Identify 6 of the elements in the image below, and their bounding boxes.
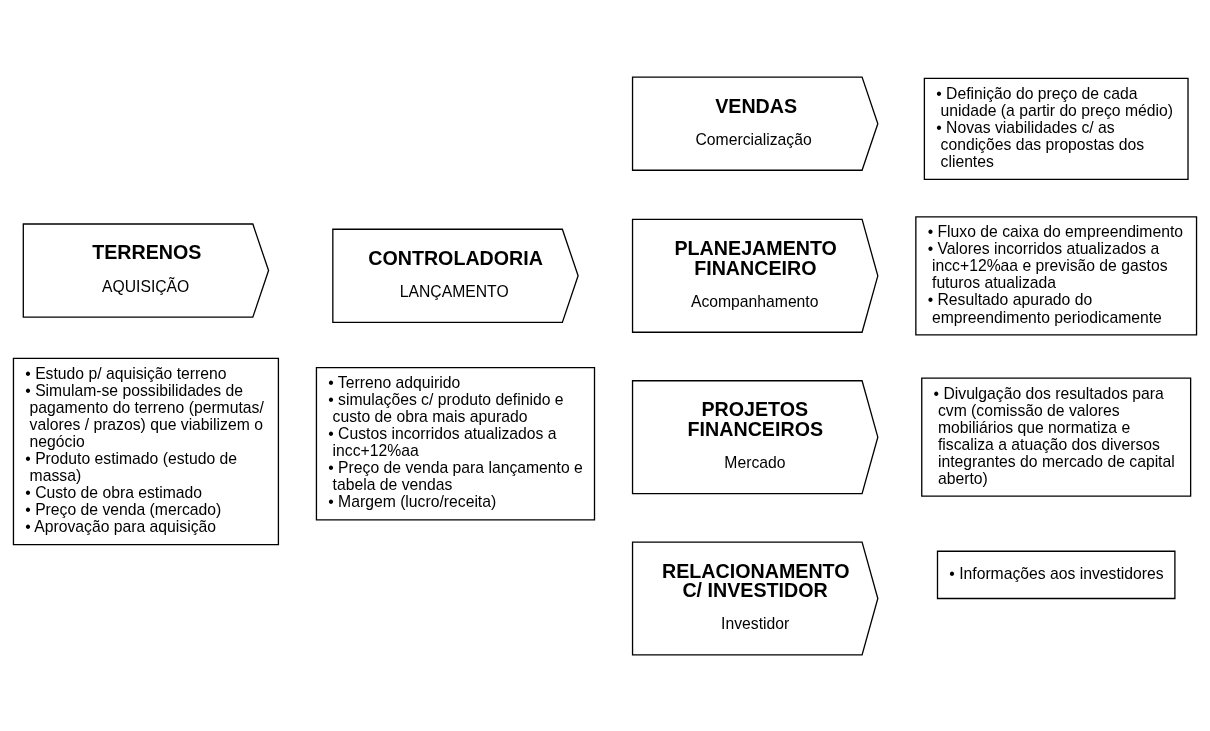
node-box: • Divulgação dos resultados para cvm (comissão de valores mobiliários que normatiza e fiscaliza a atuação dos diversos integrantes do mercado de capital aberto) <box>921 376 1192 497</box>
node-box: • Fluxo de caixa do empreendimento • Valores incorridos atualizados a incc+12%aa e previsão de gastos futuros atualizada • Resultado apurado do empreendimento periodicamente <box>915 215 1198 335</box>
node-box: • Estudo p/ aquisição terreno • Simulam-se possibilidades de pagamento do terreno (permutas/ valores / prazos) que viabilizem o negócio • Produto estimado (estudo de massa) • Custo de obra estimado • Preço de venda (mercado) • Aprovação para aquisição <box>12 357 280 545</box>
node-box: • Definição do preço de cada unidade (a partir do preço médio) • Novas viabilidades c/ as condições das propostas dos clientes <box>923 77 1189 180</box>
node-box: • Informações aos investidores <box>936 550 1176 599</box>
node-box: • Terreno adquirido • simulações c/ produto definido e custo de obra mais apurado • Custos incorridos atualizados a incc+12%aa • Preço de venda para lançamento e tabela de vendas • Margem (lucro/receita) <box>315 366 596 520</box>
